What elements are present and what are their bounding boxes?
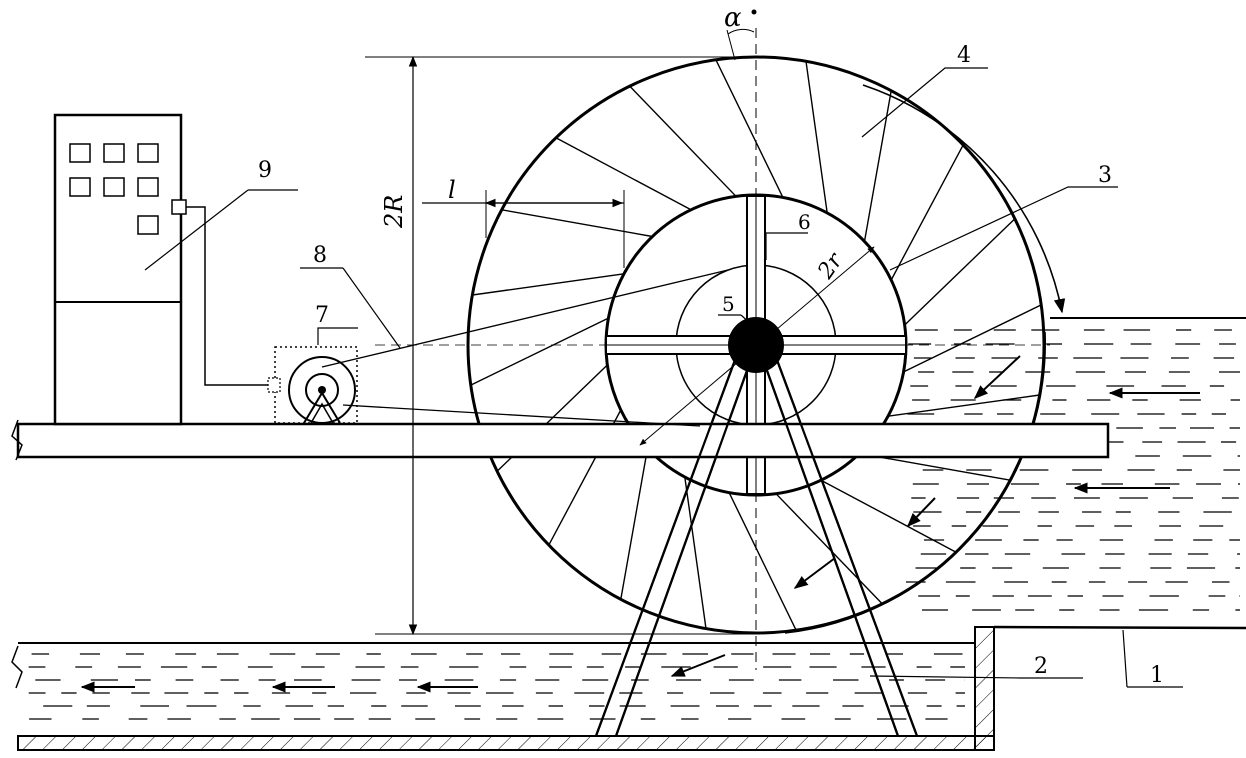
blade (620, 448, 649, 600)
generator (267, 346, 358, 424)
wheel (375, 28, 1050, 670)
blade (890, 144, 964, 281)
control-cabinet (53, 113, 268, 426)
blade (820, 479, 957, 553)
blade (805, 61, 828, 214)
outer-rim (466, 55, 1046, 635)
blade (775, 493, 883, 605)
label-2r: 2r (813, 248, 849, 284)
blade (470, 317, 609, 386)
label-3: 3 (1098, 163, 1112, 188)
platform-beam (16, 422, 1110, 459)
blade (903, 304, 1042, 373)
blade (629, 85, 737, 197)
flow-arrow (907, 497, 936, 528)
break-mark-lower (11, 645, 23, 689)
rotation-arrow (862, 84, 1066, 314)
label-6: 6 (798, 210, 811, 234)
blade (715, 59, 784, 198)
blade (555, 137, 692, 211)
dimension-alpha (726, 28, 755, 61)
cabinet-connector (171, 199, 187, 215)
blade (887, 394, 1040, 417)
label-5: 5 (722, 292, 735, 316)
part-labels: 1 2 3 4 5 6 7 8 9 (258, 43, 1164, 688)
label-2: 2 (1034, 654, 1048, 679)
leader-lines (144, 67, 1183, 688)
lower-channel (17, 625, 1246, 751)
guide-shroud (784, 331, 1046, 634)
alpha-dot (751, 9, 757, 15)
label-7: 7 (315, 303, 329, 328)
dimension-2r (639, 246, 875, 446)
blade (863, 90, 892, 242)
blades (470, 59, 1042, 631)
break-mark (11, 419, 23, 461)
label-1: 1 (1150, 663, 1164, 688)
label-l: l (448, 176, 456, 204)
water-surface-dashes (28, 329, 1240, 720)
label-4: 4 (957, 43, 971, 68)
flow-arrow (670, 654, 726, 677)
blade (904, 218, 1016, 326)
flow-arrow (973, 355, 1021, 399)
label-2R: 2R (380, 195, 408, 229)
label-alpha: α (724, 3, 742, 33)
label-8: 8 (313, 243, 327, 268)
blade (684, 476, 707, 629)
label-9: 9 (258, 158, 272, 183)
blade (501, 209, 653, 238)
dimension-2R (365, 55, 760, 636)
cabinet-indicators (69, 143, 159, 235)
channel-wall-hatch (974, 626, 995, 751)
signal-cable (186, 206, 268, 386)
channel-floor-hatch (17, 735, 995, 751)
blade (728, 492, 797, 631)
flow-arrow (793, 557, 836, 589)
dimension-l (422, 190, 625, 268)
flow-arrows (80, 355, 1200, 693)
blade (472, 273, 625, 296)
dimension-labels: 2R 2r l α (380, 3, 849, 284)
